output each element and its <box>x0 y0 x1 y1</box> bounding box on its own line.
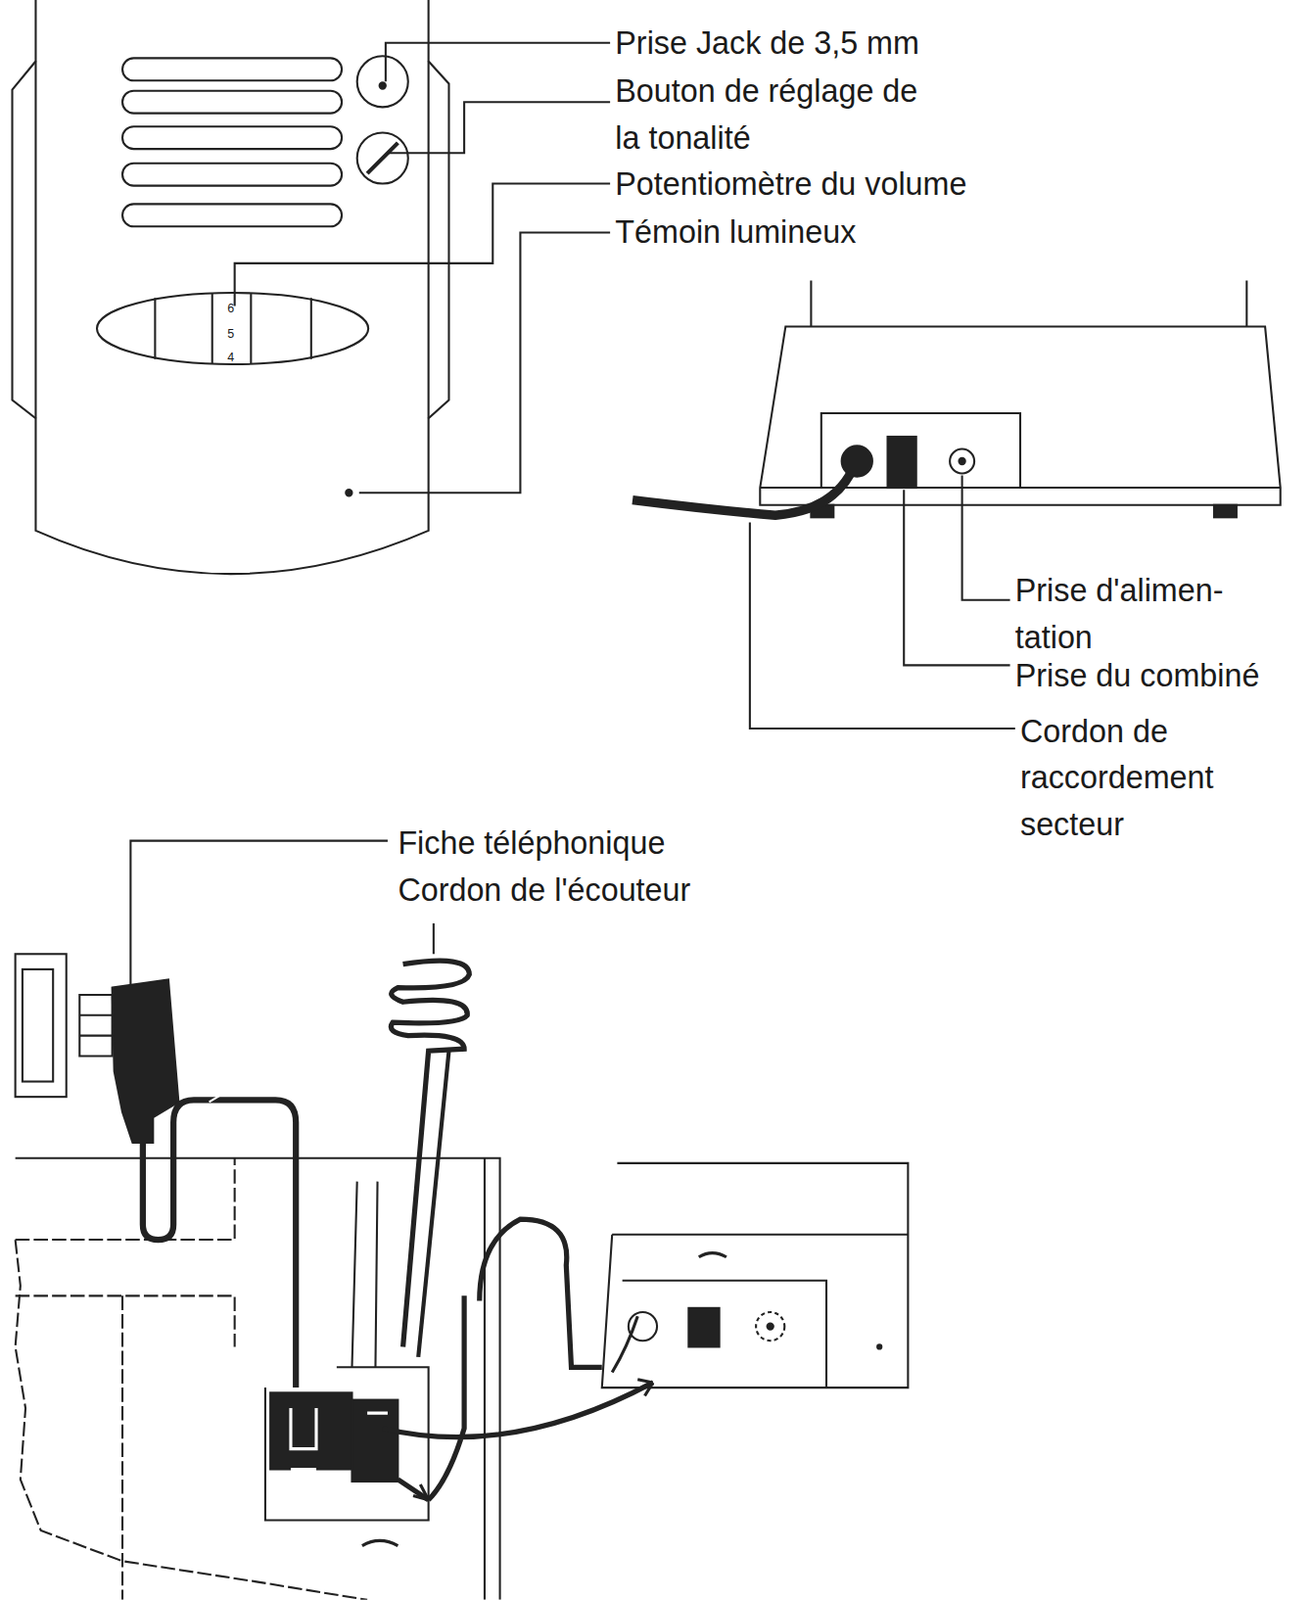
dial-number: 5 <box>227 326 248 341</box>
handset-socket <box>688 1308 719 1348</box>
handset-cradle <box>265 1181 429 1521</box>
indicator-dot <box>877 1344 882 1349</box>
handset-socket <box>888 436 917 488</box>
callout-label: Prise Jack de 3,5 mm <box>614 20 1024 68</box>
device-inner-edge <box>35 61 428 420</box>
dial-number: 4 <box>227 349 248 365</box>
wall-socket-inner <box>22 969 53 1082</box>
tone-knob <box>357 132 409 184</box>
connecting-cord <box>382 1218 654 1500</box>
device-outline <box>12 0 450 574</box>
power-socket-pin <box>958 458 965 465</box>
socket-detail <box>290 1407 388 1470</box>
desk-front <box>15 1158 368 1600</box>
cradle-socket <box>270 1392 352 1469</box>
callout-label: Témoin lumineux <box>614 209 1024 257</box>
power-socket <box>755 1312 785 1341</box>
base-outline <box>759 281 1280 506</box>
speaker-slot <box>122 57 342 81</box>
handset-symbol <box>362 1540 398 1546</box>
dial-number: 6 <box>227 300 248 316</box>
socket-plug <box>611 1315 638 1372</box>
arrow-head <box>413 1379 654 1500</box>
power-socket <box>949 448 975 473</box>
speaker-slot <box>122 91 342 114</box>
leader-line <box>234 184 610 307</box>
indicator-led <box>345 489 352 496</box>
coiled-cord-2 <box>418 1050 449 1358</box>
speaker-slot <box>122 203 342 227</box>
wall-socket <box>15 953 67 1097</box>
phone-line-cord <box>142 1099 296 1388</box>
jack-hole <box>379 82 386 89</box>
desk-edge <box>15 1158 501 1600</box>
phone-line-cord-inner <box>158 1095 221 1224</box>
speaker-slot <box>122 163 342 187</box>
amp-unit-outline <box>602 1163 909 1388</box>
phone-plug-prongs <box>79 994 112 1057</box>
callout-label: Cordon de raccordement secteur <box>1020 707 1240 849</box>
volume-window <box>96 292 369 365</box>
leader-line <box>903 489 1010 665</box>
phone-plug <box>112 979 180 1143</box>
coiled-cord <box>390 960 469 1347</box>
leader-line <box>385 43 610 83</box>
handset-symbol <box>699 1253 727 1258</box>
mains-plug <box>842 445 873 476</box>
mains-cord <box>632 464 855 516</box>
speaker-slot <box>122 126 342 149</box>
power-socket-pin <box>767 1322 774 1329</box>
leader-line <box>962 475 1011 601</box>
callout-label: Potentiomètre du volume <box>614 161 1044 209</box>
leader-line <box>387 101 610 153</box>
callout-label: Prise du combiné <box>1015 653 1312 701</box>
callout-label: Prise d'alimen- tation <box>1015 566 1253 661</box>
callout-label: Fiche téléphonique <box>397 820 806 868</box>
leader-line <box>749 522 1016 729</box>
leader-line <box>359 233 610 494</box>
tone-slot <box>367 142 398 174</box>
foot <box>1214 505 1237 518</box>
callout-label: Cordon de l'écouteur <box>397 867 806 915</box>
jack-socket <box>357 55 409 107</box>
leader-line <box>432 923 435 954</box>
callout-label: Bouton de réglage de la tonalité <box>614 68 922 163</box>
